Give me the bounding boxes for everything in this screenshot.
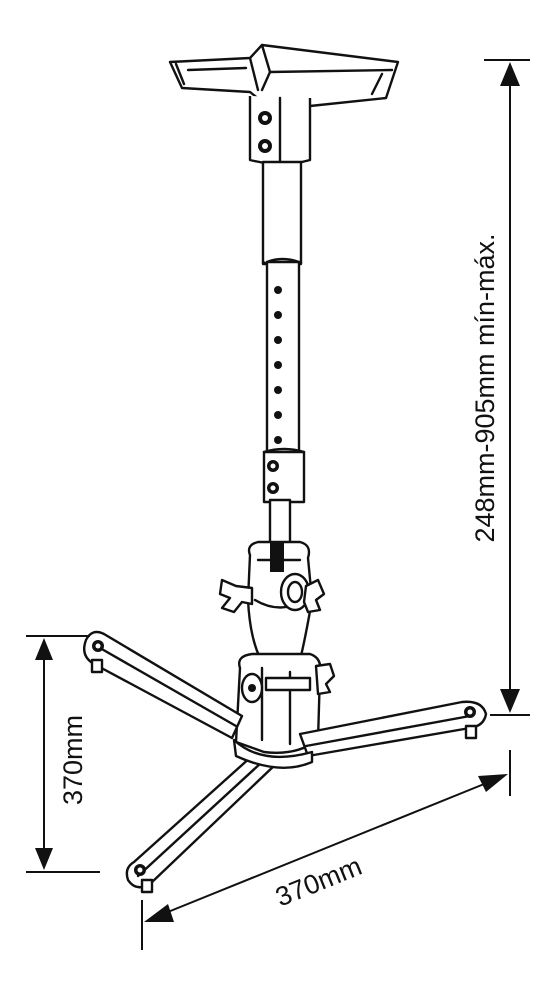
arrow-down-icon: [500, 689, 520, 713]
ceiling-plate: [168, 43, 400, 108]
base-depth-dimension-line: [26, 635, 100, 873]
height-dimension-line: [484, 59, 530, 716]
mount-block: [234, 652, 336, 754]
base-depth-label: 370mm: [58, 715, 88, 805]
tripod-leg-left: [83, 630, 244, 740]
tripod-leg-front: [125, 754, 278, 894]
clamp-screw-icon: [258, 111, 272, 153]
tripod-leg-right: [298, 700, 488, 758]
arrow-right-icon: [478, 774, 508, 792]
arrow-up-icon: [500, 62, 520, 86]
adjustment-hole-icon: [274, 286, 282, 444]
lower-collar: [262, 447, 306, 554]
telescopic-pole: [265, 257, 301, 464]
height-range-label: 248mm-905mm mín-máx.: [470, 233, 500, 542]
top-clamp: [248, 96, 312, 166]
tilt-joint: [246, 540, 314, 664]
leg-hub: [232, 738, 314, 769]
upper-pole: [261, 160, 303, 269]
arrow-down-icon: [35, 848, 53, 870]
base-width-label: 370mm: [271, 851, 366, 913]
arrow-left-icon: [144, 904, 174, 922]
tilt-knob-icon: [218, 578, 326, 614]
arrow-up-icon: [35, 638, 53, 660]
base-width-dimension-line: [141, 750, 511, 950]
